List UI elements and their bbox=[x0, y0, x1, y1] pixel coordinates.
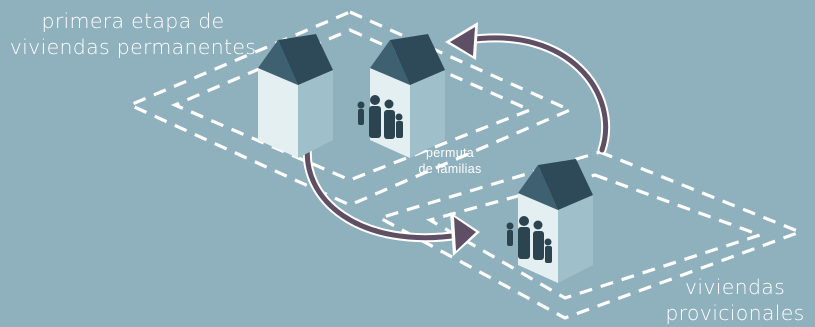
house-icon bbox=[370, 34, 445, 158]
parcel-upper-outer bbox=[126, 10, 574, 207]
arrow-icon bbox=[454, 217, 476, 251]
label-line: provicionales bbox=[665, 301, 805, 325]
parcel-lower-inner bbox=[425, 173, 765, 300]
parcel-outlines bbox=[126, 10, 805, 320]
label-line: de familias bbox=[418, 162, 482, 176]
arrow-lower bbox=[302, 138, 480, 256]
parcel-upper-inner bbox=[170, 28, 535, 182]
label-line: viviendas permanentes bbox=[9, 35, 257, 59]
arrow-upper bbox=[445, 22, 611, 155]
family-icon bbox=[357, 95, 403, 139]
label-primera-etapa: primera etapa de viviendas permanentes bbox=[8, 8, 258, 60]
family-icon bbox=[506, 216, 552, 263]
label-line: primera etapa de bbox=[41, 9, 225, 33]
arrow-icon bbox=[450, 27, 475, 56]
label-line: permuta bbox=[426, 146, 474, 160]
label-viviendas-provisionales: viviendas provicionales bbox=[660, 274, 810, 326]
label-line: viviendas bbox=[684, 275, 786, 299]
house-icon bbox=[518, 159, 593, 283]
parcel-lower-outer bbox=[375, 150, 805, 320]
house-icon bbox=[258, 34, 333, 158]
label-permuta: permuta de familias bbox=[410, 145, 490, 177]
